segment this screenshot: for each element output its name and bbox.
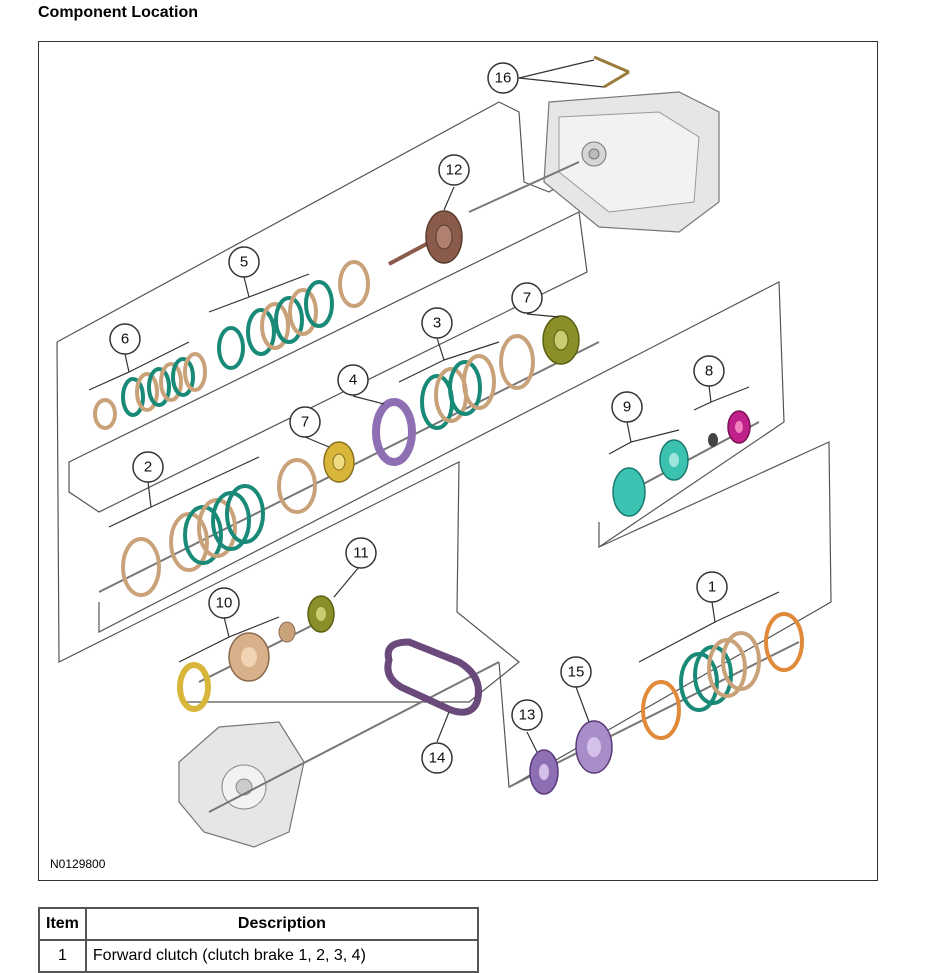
callout-6: 6 bbox=[109, 323, 141, 355]
clutch-pack-6 bbox=[93, 352, 207, 430]
callout-1: 1 bbox=[696, 571, 728, 603]
callout-14: 14 bbox=[421, 742, 453, 774]
callout-label: 5 bbox=[240, 254, 248, 271]
figure-id: N0129800 bbox=[50, 857, 106, 871]
callout-group: 16 12 5 7 6 3 4 8 9 7 2 11 10 1 15 13 14 bbox=[109, 62, 728, 774]
table-cell-description: Forward clutch (clutch brake 1, 2, 3, 4) bbox=[84, 939, 479, 973]
column-header-description: Description bbox=[84, 907, 479, 941]
table-row: 1 Forward clutch (clutch brake 1, 2, 3, … bbox=[38, 939, 479, 973]
table-header-row: Item Description bbox=[38, 907, 479, 941]
pin-part bbox=[593, 55, 630, 89]
callout-7b: 7 bbox=[289, 406, 321, 438]
callout-13: 13 bbox=[511, 699, 543, 731]
callout-9: 9 bbox=[611, 391, 643, 423]
page-title: Component Location bbox=[38, 4, 198, 21]
callout-label: 12 bbox=[446, 162, 463, 179]
callout-label: 3 bbox=[433, 315, 441, 332]
carrier-7-upper bbox=[542, 315, 580, 365]
group-outline-lower-right bbox=[498, 441, 832, 788]
carrier-7-lower bbox=[323, 441, 355, 483]
callout-12: 12 bbox=[438, 154, 470, 186]
callout-7a: 7 bbox=[511, 282, 543, 314]
callout-16: 16 bbox=[487, 62, 519, 94]
clutch-pack-1 bbox=[641, 612, 804, 740]
gear-13 bbox=[529, 749, 559, 795]
callout-label: 13 bbox=[519, 707, 536, 724]
callout-label: 4 bbox=[349, 372, 357, 389]
transmission-case-illustration bbox=[543, 91, 720, 233]
shaft-gear-12 bbox=[388, 210, 463, 266]
callout-label: 11 bbox=[353, 545, 369, 562]
part-10 bbox=[177, 621, 296, 712]
callout-4: 4 bbox=[337, 364, 369, 396]
part-9 bbox=[612, 439, 689, 517]
callout-15: 15 bbox=[560, 656, 592, 688]
callout-label: 2 bbox=[144, 459, 152, 476]
callout-5: 5 bbox=[228, 246, 260, 278]
group-outline-left bbox=[56, 341, 520, 703]
converter-housing-illustration bbox=[178, 721, 305, 848]
callout-label: 10 bbox=[216, 595, 233, 612]
callout-label: 6 bbox=[121, 331, 129, 348]
callout-label: 15 bbox=[568, 664, 585, 681]
callout-label: 8 bbox=[705, 363, 713, 380]
exploded-view-diagram: 16 12 5 7 6 3 4 8 9 7 2 11 10 1 15 13 14 bbox=[56, 55, 832, 848]
ring-4 bbox=[372, 398, 416, 466]
callout-label: 7 bbox=[301, 414, 309, 431]
callout-10: 10 bbox=[208, 587, 240, 619]
clutch-pack-3 bbox=[420, 334, 535, 430]
group-outline-right bbox=[98, 281, 785, 633]
callout-label: 16 bbox=[495, 70, 512, 87]
part-8 bbox=[708, 410, 751, 447]
part-11 bbox=[307, 595, 335, 633]
callout-11: 11 bbox=[345, 537, 377, 569]
exploded-view-figure: 16 12 5 7 6 3 4 8 9 7 2 11 10 1 15 13 14… bbox=[38, 41, 878, 881]
callout-3: 3 bbox=[421, 307, 453, 339]
callout-label: 14 bbox=[429, 750, 446, 767]
callout-8: 8 bbox=[693, 355, 725, 387]
clutch-pack-5 bbox=[217, 260, 370, 370]
chain-14 bbox=[384, 638, 482, 716]
callout-label: 9 bbox=[623, 399, 631, 416]
component-table: Item Description 1 Forward clutch (clutc… bbox=[38, 907, 479, 973]
column-header-item: Item bbox=[38, 907, 87, 941]
gear-15 bbox=[575, 720, 613, 774]
clutch-pack-2 bbox=[121, 458, 317, 597]
leader-lines bbox=[88, 59, 780, 753]
callout-2: 2 bbox=[132, 451, 164, 483]
table-cell-item: 1 bbox=[38, 939, 87, 973]
callout-label: 7 bbox=[523, 290, 531, 307]
callout-label: 1 bbox=[708, 579, 716, 596]
